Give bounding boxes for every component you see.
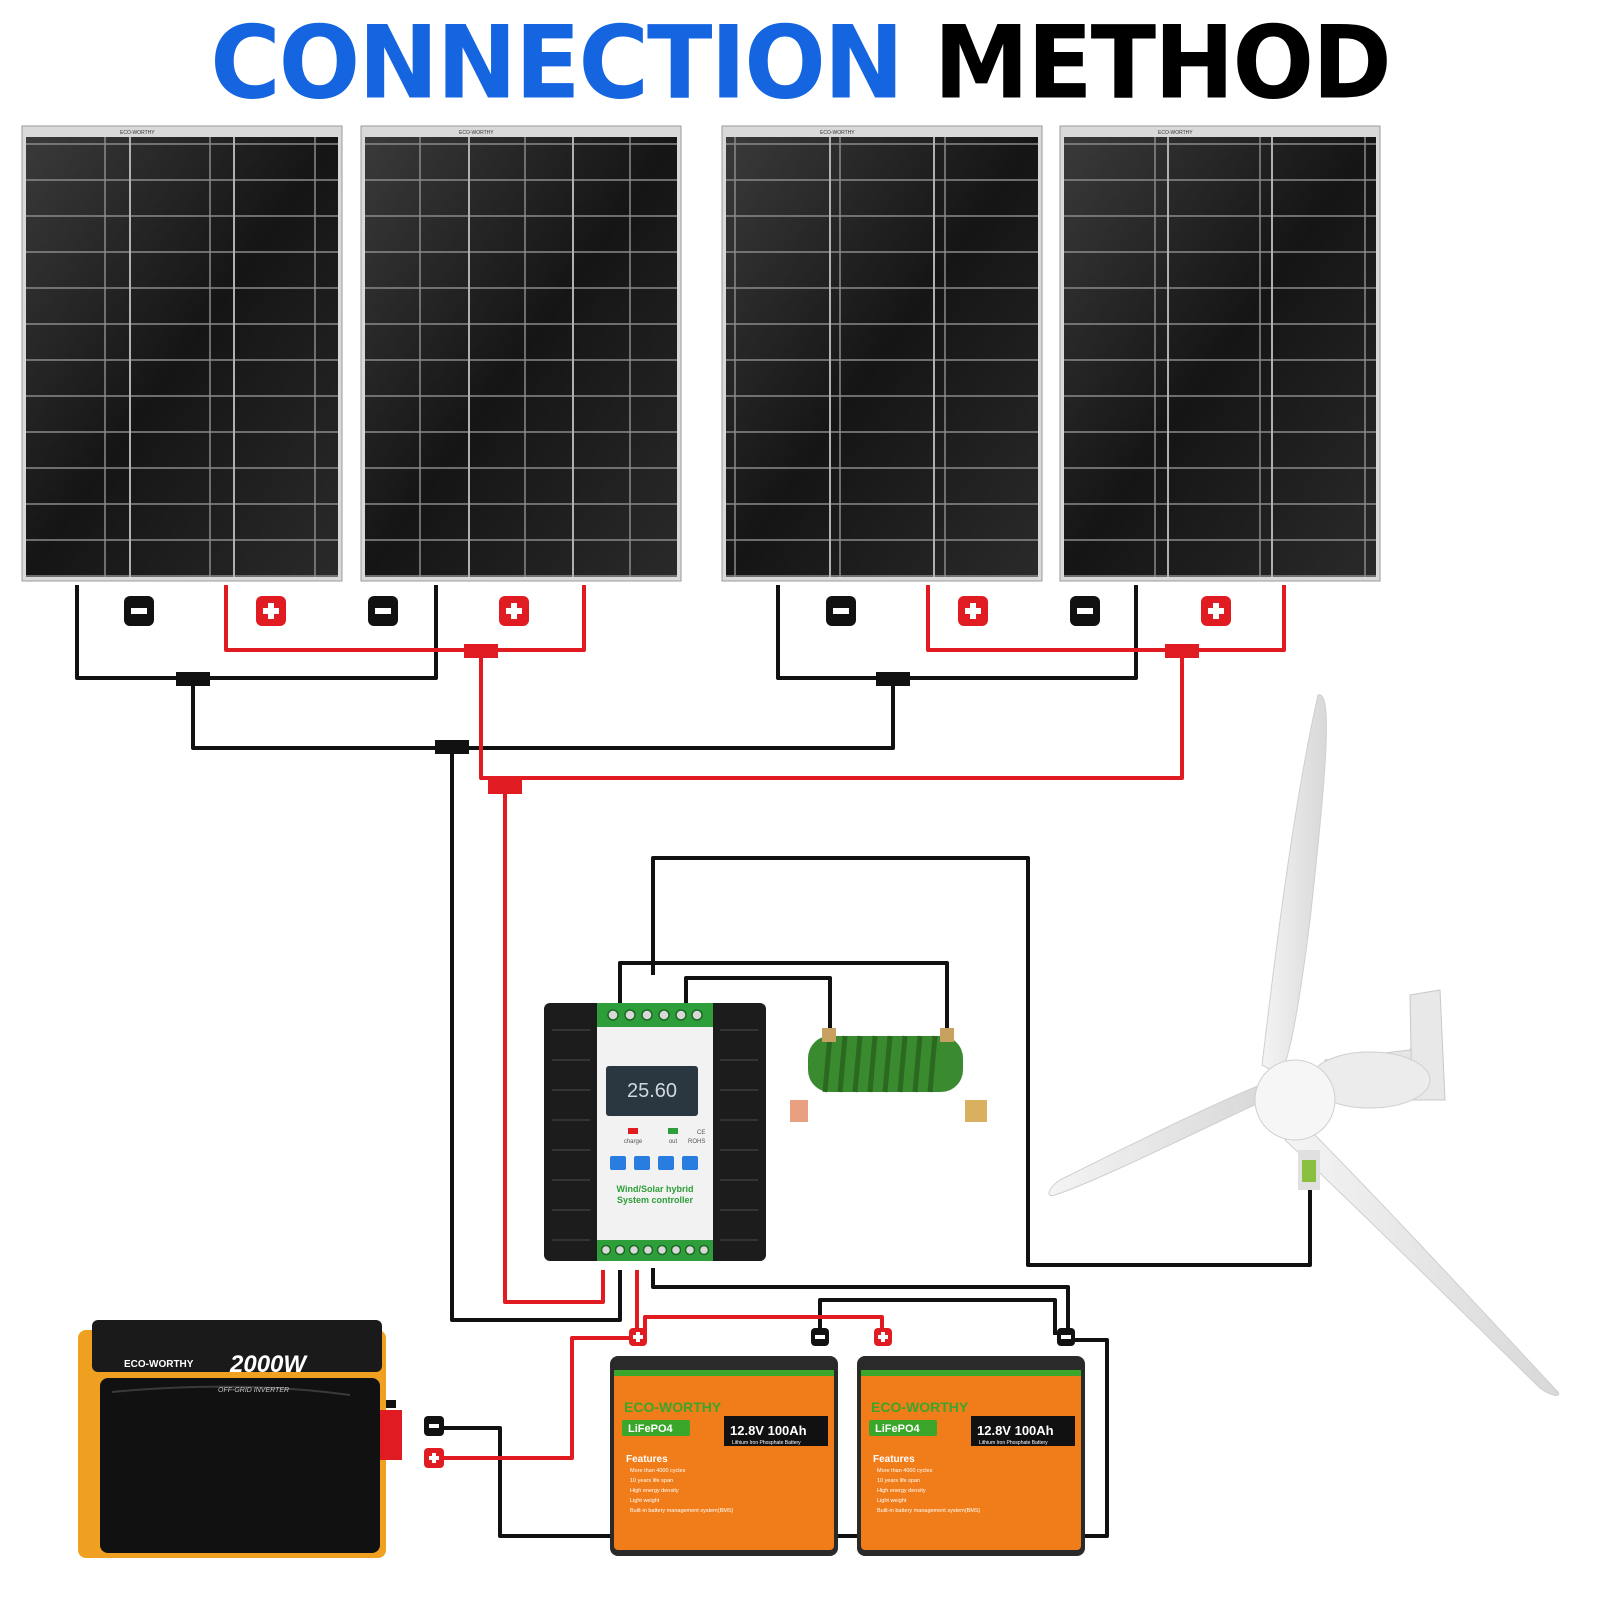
positive-terminal-icon [874,1328,892,1346]
battery-features-title: Features [626,1454,668,1465]
battery-feature: High energy density [630,1488,679,1494]
rohs-mark: ROHS [688,1139,705,1145]
dump-load-resistor [790,1028,987,1122]
negative-terminal-icon [1070,596,1100,626]
positive-terminal-icon [424,1448,444,1468]
battery-spec-sub: Lithium Iron Phosphate Battery [979,1440,1048,1446]
red-wires [224,585,1286,1460]
panel-brand-label: ECO-WORTHY [459,130,494,136]
controller-line2: System controller [617,1195,694,1205]
panel-terminal-badges [124,596,1231,626]
inverter-subtitle: OFF-GRID INVERTER [218,1387,289,1394]
positive-terminal-icon [1201,596,1231,626]
ce-mark: CE [697,1130,705,1136]
battery-feature: High energy density [877,1488,926,1494]
wind-turbine [1048,694,1560,1396]
load-led-icon [668,1128,678,1134]
battery-chem: LiFePO4 [628,1423,674,1435]
battery-feature: Light weight [877,1498,907,1504]
off-grid-inverter: ECO-WORTHY 2000W OFF-GRID INVERTER [78,1320,402,1558]
branch-connectors [176,644,1199,794]
panel-brand-label: ECO-WORTHY [1158,130,1193,136]
controller-line1: Wind/Solar hybrid [617,1184,694,1194]
down-button[interactable] [658,1156,674,1170]
inverter-power: 2000W [229,1351,308,1378]
enter-button[interactable] [682,1156,698,1170]
negative-terminal-icon [826,596,856,626]
black-wires [75,585,1312,1538]
solar-panel-4: ECO-WORTHY [1059,125,1381,582]
battery-features-title: Features [873,1454,915,1465]
battery-feature: Light weight [630,1498,660,1504]
battery-terminal-badges [629,1328,1075,1346]
esc-button[interactable] [610,1156,626,1170]
charge-label: charge [624,1139,643,1145]
page-title: CONNECTION METHOD [0,5,1600,121]
battery-feature: More than 4000 cycles [630,1468,686,1474]
battery-feature: 10 years life span [630,1478,673,1484]
title-part1: CONNECTION [210,4,904,122]
negative-terminal-icon [1057,1328,1075,1346]
positive-terminal-icon [499,596,529,626]
title-part2: METHOD [933,4,1392,122]
charge-led-icon [628,1128,638,1134]
battery-brand: ECO-WORTHY [871,1399,969,1415]
solar-panel-3: ECO-WORTHY [721,125,1043,582]
positive-terminal-icon [629,1328,647,1346]
solar-panel-1: ECO-WORTHY [21,125,343,582]
hybrid-charge-controller: 25.60 charge out CE ROHS Wind/Solar hybr… [544,1003,766,1261]
bottom-terminal-block [597,1240,713,1261]
battery-feature: More than 4000 cycles [877,1468,933,1474]
battery-chem: LiFePO4 [875,1423,921,1435]
lcd-reading: 25.60 [627,1080,677,1102]
positive-terminal-icon [958,596,988,626]
battery-feature: Built-in battery management system(BMS) [877,1508,980,1514]
out-label: out [669,1139,678,1145]
panel-brand-label: ECO-WORTHY [120,130,155,136]
battery-spec: 12.8V 100Ah [977,1423,1054,1438]
battery-spec-sub: Lithium Iron Phosphate Battery [732,1440,801,1446]
lcd-display [606,1066,698,1116]
battery-1: ECO-WORTHY LiFePO4 12.8V 100Ah Lithium I… [610,1356,838,1556]
battery-feature: Built-in battery management system(BMS) [630,1508,733,1514]
battery-brand: ECO-WORTHY [624,1399,722,1415]
up-button[interactable] [634,1156,650,1170]
controller-buttons [610,1156,698,1170]
inverter-terminal-badges [424,1416,444,1468]
battery-spec: 12.8V 100Ah [730,1423,807,1438]
battery-2: ECO-WORTHY LiFePO4 12.8V 100Ah Lithium I… [857,1356,1085,1556]
inverter-brand: ECO-WORTHY [124,1359,194,1370]
negative-terminal-icon [124,596,154,626]
negative-terminal-icon [424,1416,444,1436]
battery-feature: 10 years life span [877,1478,920,1484]
negative-terminal-icon [811,1328,829,1346]
panel-brand-label: ECO-WORTHY [820,130,855,136]
negative-terminal-icon [368,596,398,626]
solar-panel-2: ECO-WORTHY [360,125,682,582]
positive-terminal-icon [256,596,286,626]
